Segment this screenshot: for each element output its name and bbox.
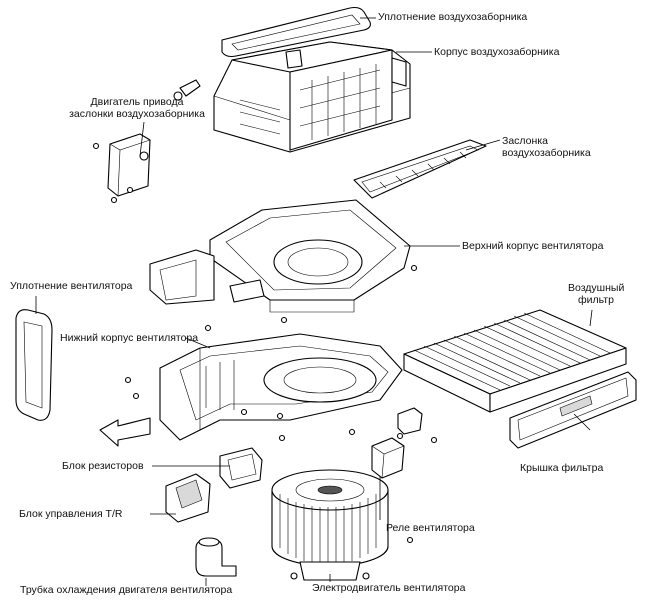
leader-lines	[35, 17, 593, 586]
upper-fan-case-label: Верхний корпус вентилятора	[462, 240, 604, 252]
upper-fan-case-part	[149, 199, 418, 313]
air-filter-label: Воздушный фильтр	[568, 282, 624, 306]
fan-seal-part	[15, 309, 53, 421]
air-filter-part	[403, 309, 627, 413]
air-filter-label-line2: фильтр	[578, 294, 614, 306]
fan-seal-label: Уплотнение вентилятора	[10, 280, 133, 292]
resistor-block-part	[219, 447, 263, 489]
intake-pin-part	[173, 79, 201, 101]
resistor-block-label: Блок резисторов	[62, 460, 144, 472]
airflow-arrow	[99, 417, 151, 447]
blower-motor-part	[271, 469, 389, 581]
intake-housing-label: Корпус воздухозаборника	[434, 46, 560, 58]
intake-door-label: Заслонка воздухозаборника	[502, 135, 591, 159]
lower-fan-case-label: Нижний корпус вентилятора	[60, 332, 199, 344]
cooling-tube-part	[195, 537, 237, 577]
filter-cover-label: Крышка фильтра	[520, 462, 604, 474]
intake-housing-part	[213, 41, 411, 153]
intake-door-label-line1: Заслонка	[502, 135, 548, 147]
air-filter-label-line1: Воздушный	[568, 282, 625, 294]
cooling-tube-label: Трубка охлаждения двигателя вентилятора	[20, 584, 233, 596]
intake-seal-part	[221, 6, 371, 58]
intake-door-part	[353, 139, 487, 199]
actuator-label-line1: Двигатель привода	[90, 96, 184, 108]
fan-motor-label: Электродвигатель вентилятора	[312, 582, 466, 594]
relay-small-part	[397, 407, 423, 435]
filter-cover-part	[509, 371, 637, 449]
actuator-label-line2: заслонки воздухозаборника	[69, 108, 205, 120]
lower-fan-case-part	[159, 333, 403, 441]
tr-control-label: Блок управления T/R	[19, 508, 123, 520]
fan-relay-part	[371, 437, 405, 479]
intake-seal-label: Уплотнение воздухозаборника	[378, 11, 528, 23]
fan-relay-label: Реле вентилятора	[386, 522, 475, 534]
actuator-motor-part	[92, 133, 151, 204]
screws	[124, 316, 438, 544]
actuator-label: Двигатель привода заслонки воздухозаборн…	[62, 96, 212, 120]
intake-door-label-line2: воздухозаборника	[502, 147, 591, 159]
tr-control-part	[165, 473, 211, 523]
